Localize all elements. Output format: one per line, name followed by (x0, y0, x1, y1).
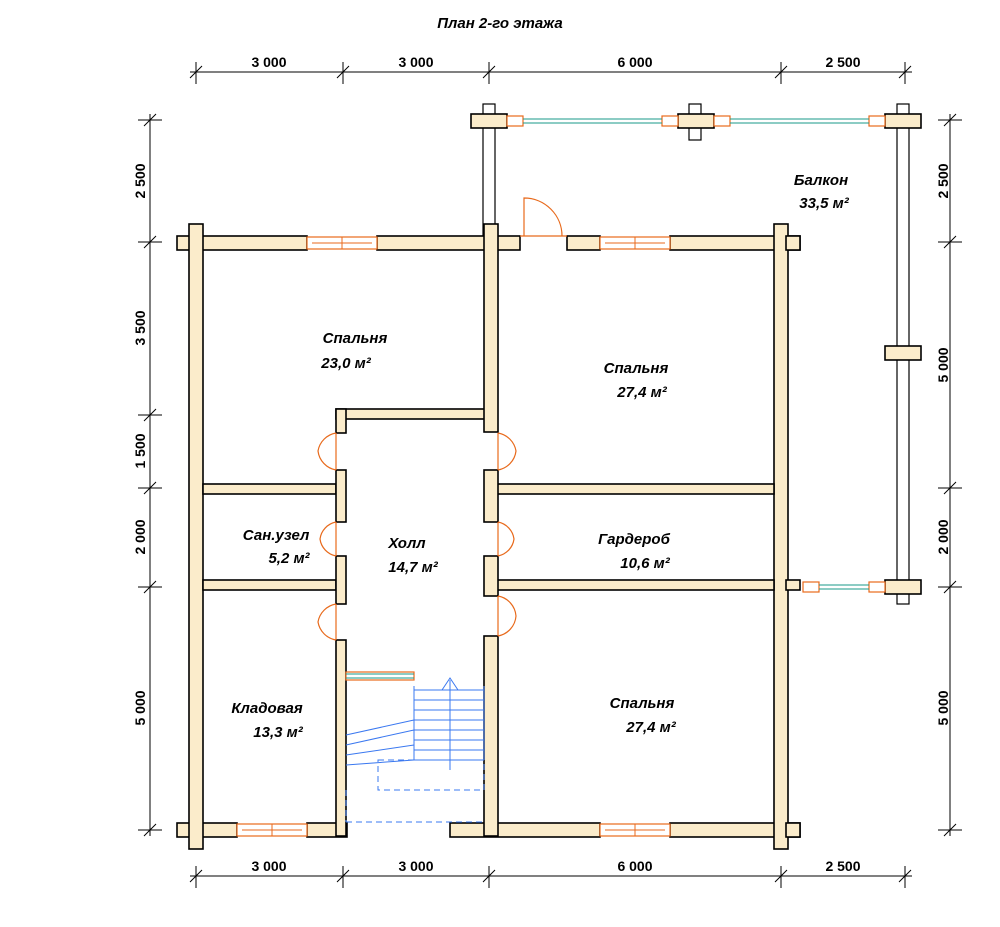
dimension-left: 2 500 3 500 1 500 2 000 5 000 (132, 113, 162, 837)
room-area-hall: 14,7 м² (388, 559, 438, 576)
dim-top-2: 3 000 (398, 54, 433, 70)
dim-bottom-2: 3 000 (398, 858, 433, 874)
dim-bottom-1: 3 000 (251, 858, 286, 874)
door-storage (317, 603, 337, 641)
dim-top-1: 3 000 (251, 54, 286, 70)
balcony-beam-mid (677, 113, 715, 129)
dim-right-4: 5 000 (935, 690, 951, 725)
room-name-wardrobe: Гардероб (598, 531, 670, 548)
staircase (345, 671, 485, 823)
balcony-beam-left (470, 113, 508, 129)
walls (176, 223, 801, 850)
windows (236, 236, 671, 837)
dim-right-2: 5 000 (935, 347, 951, 382)
door-bedroom-nw (317, 432, 337, 471)
door-bedroom-se (497, 595, 517, 637)
dim-right-3: 2 000 (935, 519, 951, 554)
balcony (470, 103, 922, 605)
room-name-bedroom-se: Спальня (610, 695, 675, 712)
room-name-storage: Кладовая (231, 700, 303, 717)
door-bedroom-ne (497, 432, 517, 471)
room-labels: Спальня 23,0 м² Спальня 27,4 м² Сан.узел… (231, 172, 849, 741)
room-area-balcony: 33,5 м² (799, 195, 849, 212)
dim-bottom-4: 2 500 (825, 858, 860, 874)
room-area-bedroom-se: 27,4 м² (625, 719, 676, 736)
dim-left-2: 3 500 (132, 310, 148, 345)
dim-left-3: 1 500 (132, 433, 148, 468)
door-wardrobe (497, 521, 515, 557)
room-area-bedroom-ne: 27,4 м² (616, 384, 667, 401)
room-name-bedroom-nw: Спальня (323, 330, 388, 347)
dim-top-4: 2 500 (825, 54, 860, 70)
dim-left-5: 5 000 (132, 690, 148, 725)
room-area-storage: 13,3 м² (253, 724, 303, 741)
door-balcony (523, 197, 563, 237)
dim-top-3: 6 000 (617, 54, 652, 70)
balcony-beam-bottom (884, 579, 922, 595)
room-name-hall: Холл (387, 535, 426, 552)
balcony-beam-right (884, 113, 922, 129)
dim-left-4: 2 000 (132, 519, 148, 554)
dimension-top: 3 000 3 000 6 000 2 500 (189, 54, 912, 84)
room-name-bathroom: Сан.узел (243, 527, 310, 544)
room-area-wardrobe: 10,6 м² (620, 555, 670, 572)
room-name-balcony: Балкон (794, 172, 848, 189)
room-area-bathroom: 5,2 м² (268, 550, 310, 567)
doors (317, 197, 567, 641)
dim-left-1: 2 500 (132, 163, 148, 198)
room-name-bedroom-ne: Спальня (604, 360, 669, 377)
dimension-bottom: 3 000 3 000 6 000 2 500 (189, 858, 912, 888)
plan-title: План 2-го этажа (437, 15, 563, 32)
dimension-right: 2 500 5 000 2 000 5 000 (935, 113, 962, 837)
dim-bottom-3: 6 000 (617, 858, 652, 874)
room-area-bedroom-nw: 23,0 м² (320, 355, 371, 372)
dim-right-1: 2 500 (935, 163, 951, 198)
door-bathroom (319, 521, 337, 557)
balcony-side-beam (884, 345, 922, 361)
